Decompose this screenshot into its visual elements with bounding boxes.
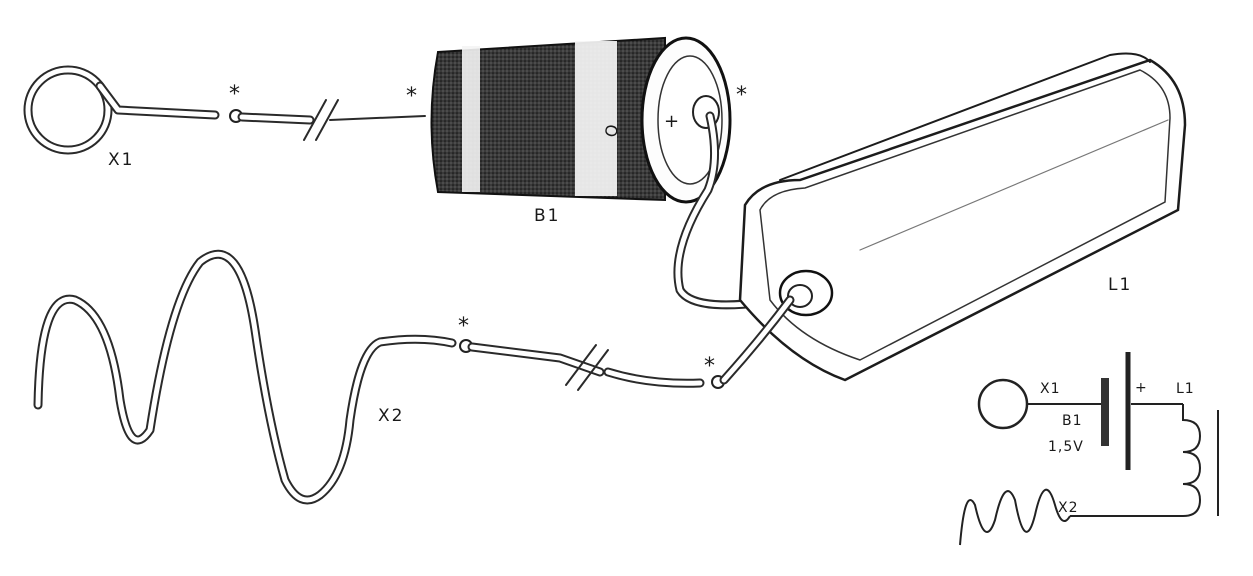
- x1-loop-antenna: [23, 65, 220, 155]
- x2-label: X2: [378, 406, 404, 426]
- x2-wire: [459, 295, 795, 391]
- l1-coil-box: [738, 52, 1187, 382]
- b1-battery: O: [430, 36, 732, 204]
- schematic-l1-coil: [1182, 404, 1202, 517]
- schematic-l1-label: L1: [1176, 381, 1195, 397]
- battery-plus-sign: +: [664, 111, 679, 132]
- schematic-inset: [959, 352, 1219, 546]
- joint-mark: *: [406, 84, 417, 109]
- schematic-plus-sign: +: [1135, 380, 1148, 396]
- joint-mark: *: [458, 314, 469, 339]
- schematic-x2-label: X2: [1058, 500, 1079, 516]
- schematic-x2-symbol: [959, 489, 1071, 546]
- l1-label: L1: [1108, 275, 1132, 295]
- schematic-voltage-label: 1,5V: [1048, 439, 1084, 455]
- svg-text:O: O: [601, 123, 622, 139]
- joint-mark: *: [229, 82, 240, 107]
- wire-break-mark: [565, 344, 597, 386]
- schematic-battery-symbol: [1101, 378, 1109, 446]
- joint-mark: *: [704, 354, 715, 379]
- x1-wire: [229, 99, 426, 141]
- schematic-b1-label: B1: [1062, 413, 1083, 429]
- b1-label: B1: [534, 206, 560, 226]
- wire-break-mark: [303, 99, 327, 141]
- schematic-x1-label: X1: [1040, 381, 1061, 397]
- joint-mark: *: [736, 83, 747, 108]
- battery-to-l1-wire: [673, 111, 795, 310]
- x2-zigzag-antenna: [33, 249, 457, 505]
- x1-label: X1: [108, 150, 134, 170]
- schematic-x1-symbol: [977, 378, 1029, 430]
